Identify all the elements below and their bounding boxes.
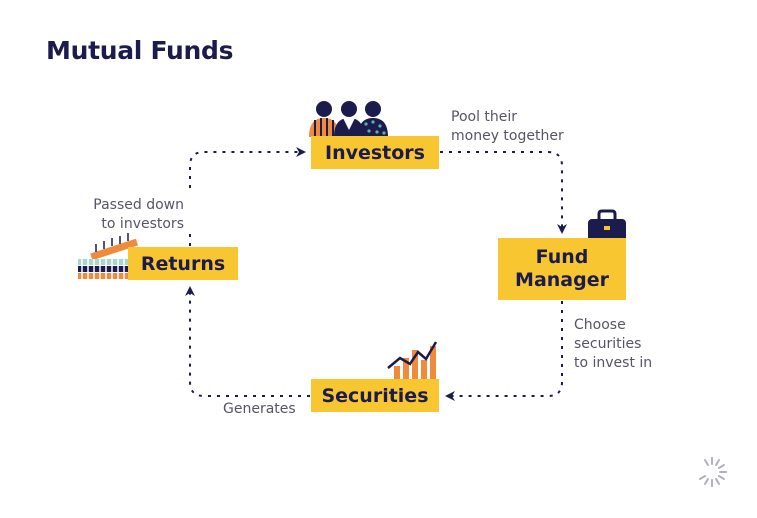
arrow-fund-to-securities — [445, 301, 563, 401]
node-fund-manager-line2: Manager — [515, 269, 609, 291]
node-investors-label: Investors — [325, 141, 425, 164]
briefcase-icon — [588, 209, 626, 244]
edge-label-pool-line2: money together — [451, 128, 564, 144]
edge-label-pool: Pool their money together — [451, 108, 564, 146]
node-securities-label: Securities — [321, 384, 429, 407]
edge-label-passed-line2: to investors — [101, 216, 184, 232]
edge-label-choose: Choose securities to invest in — [574, 316, 652, 373]
stacked-bills-icon — [78, 233, 139, 279]
node-securities: Securities — [311, 379, 439, 412]
edge-label-choose-line3: to invest in — [574, 355, 653, 371]
node-fund-manager: Fund Manager — [498, 238, 626, 300]
page-title: Mutual Funds — [46, 36, 234, 65]
node-returns-label: Returns — [140, 252, 226, 275]
edge-label-passed-line1: Passed down — [93, 197, 184, 213]
loading-spinner-icon — [699, 457, 727, 487]
node-fund-manager-line1: Fund — [535, 246, 589, 268]
bar-chart-icon — [387, 341, 438, 380]
node-investors: Investors — [311, 136, 439, 169]
edge-label-choose-line1: Choose — [574, 317, 626, 333]
arrow-securities-to-returns — [185, 286, 310, 397]
arrow-returns-to-investors — [189, 152, 304, 246]
edge-label-generates: Generates — [223, 401, 296, 417]
edge-label-passed-down: Passed down to investors — [60, 196, 184, 234]
node-returns: Returns — [128, 247, 238, 280]
edge-label-choose-line2: securities — [574, 336, 642, 352]
edge-label-pool-line1: Pool their — [451, 109, 518, 125]
investors-people-icon — [309, 101, 388, 137]
arrow-investors-to-fund — [440, 151, 567, 234]
